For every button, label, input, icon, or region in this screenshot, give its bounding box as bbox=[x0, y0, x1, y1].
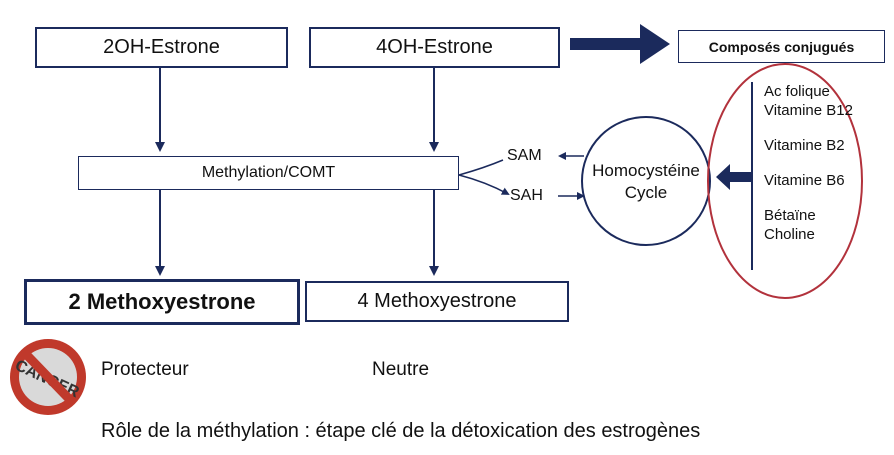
box-2oh-estrone: 2OH-Estrone bbox=[35, 27, 288, 68]
label-4oh-estrone: 4OH-Estrone bbox=[376, 36, 493, 58]
role-protective: Protecteur bbox=[101, 359, 189, 380]
label-sah: SAH bbox=[510, 187, 543, 204]
role-neutral: Neutre bbox=[372, 359, 430, 380]
cofactor-folic-acid: Ac folique bbox=[764, 83, 830, 100]
label-methylation: Methylation/COMT bbox=[201, 164, 336, 181]
box-2-methoxyestrone: 2 Methoxyestrone bbox=[24, 279, 300, 325]
box-4oh-estrone: 4OH-Estrone bbox=[309, 27, 560, 68]
curve-to-sah bbox=[458, 174, 510, 195]
big-arrow-to-conjugates bbox=[570, 24, 670, 64]
big-arrow-to-cycle bbox=[716, 164, 752, 190]
label-conjugates: Composés conjugués bbox=[708, 38, 855, 55]
caption: Rôle de la méthylation : étape clé de la… bbox=[101, 420, 701, 442]
cofactors-list: Ac folique Vitamine B12 Vitamine B2 Vita… bbox=[764, 82, 853, 244]
cycle-line-1: Homocystéine bbox=[592, 161, 700, 180]
box-methylation: Methylation/COMT bbox=[78, 156, 459, 190]
label-sam: SAM bbox=[507, 147, 542, 164]
label-4-methoxyestrone: 4 Methoxyestrone bbox=[357, 290, 517, 312]
cofactor-b6: Vitamine B6 bbox=[764, 172, 845, 189]
cofactor-b12: Vitamine B12 bbox=[764, 102, 853, 119]
cofactors-ellipse bbox=[707, 63, 863, 299]
cofactor-betaine: Bétaïne bbox=[764, 207, 816, 224]
label-2oh-estrone: 2OH-Estrone bbox=[103, 36, 220, 58]
homocysteine-cycle-circle bbox=[581, 116, 711, 246]
box-4-methoxyestrone: 4 Methoxyestrone bbox=[305, 281, 569, 322]
label-homocysteine-cycle: Homocystéine Cycle bbox=[581, 160, 711, 204]
cycle-line-2: Cycle bbox=[624, 183, 668, 202]
curve-to-sam bbox=[458, 159, 504, 176]
cofactor-choline: Choline bbox=[764, 226, 815, 243]
label-2-methoxyestrone: 2 Methoxyestrone bbox=[68, 289, 256, 314]
box-conjugates: Composés conjugués bbox=[678, 30, 885, 63]
cofactor-b2: Vitamine B2 bbox=[764, 137, 845, 154]
cancer-prohibited-icon: CANCER bbox=[10, 339, 86, 415]
